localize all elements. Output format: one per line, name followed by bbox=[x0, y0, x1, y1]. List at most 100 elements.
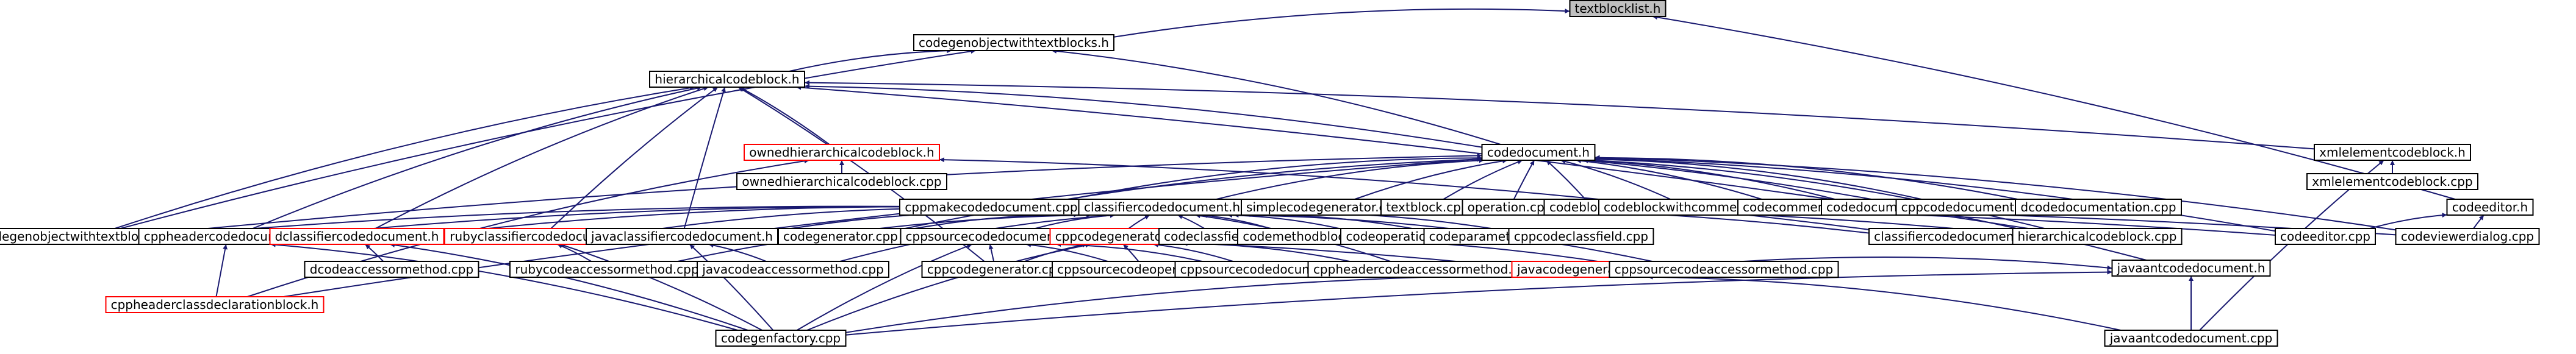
graph-node[interactable]: xmlelementcodeblock.h bbox=[2314, 144, 2471, 161]
node-label: dclassifiercodedocument.h bbox=[275, 229, 439, 244]
node-box bbox=[2306, 173, 2478, 190]
node-box bbox=[2012, 228, 2183, 245]
graph-node[interactable]: codeeditor.h bbox=[2446, 199, 2534, 216]
dependency-edge bbox=[1182, 241, 1350, 262]
node-label: cppcodegenerator.h bbox=[1055, 229, 1178, 244]
node-label: simplecodegenerator.cpp bbox=[1246, 200, 1401, 214]
dependency-edge bbox=[1177, 214, 1205, 229]
dependency-edge bbox=[806, 242, 1091, 331]
dependency-edge bbox=[789, 48, 952, 72]
dependency-edge bbox=[796, 244, 972, 331]
dependency-edge bbox=[1113, 8, 1570, 38]
node-box bbox=[105, 296, 325, 313]
dependency-edge bbox=[1595, 155, 2018, 200]
graph-node[interactable]: dcodeaccessormethod.cpp bbox=[304, 261, 479, 278]
dependency-edge bbox=[1128, 214, 1150, 229]
graph-node[interactable]: codedocument.h bbox=[1481, 144, 1596, 161]
dependency-edge bbox=[845, 269, 2112, 336]
graph-node[interactable]: xmlelementcodeblock.cpp bbox=[2306, 173, 2478, 190]
graph-node[interactable]: javacodeaccessormethod.cpp bbox=[697, 261, 889, 278]
dependency-edge bbox=[1588, 158, 1835, 200]
node-label: cppmakecodedocument.cpp bbox=[905, 200, 1077, 214]
graph-node[interactable]: cppcodeclassfield.cpp bbox=[1508, 228, 1654, 245]
graph-node[interactable]: operation.cpp bbox=[1462, 199, 1558, 216]
edges-layer bbox=[114, 8, 2485, 336]
node-box bbox=[1569, 0, 1667, 17]
node-box bbox=[744, 144, 940, 161]
graph-node[interactable]: ownedhierarchicalcodeblock.h bbox=[744, 144, 940, 161]
dependency-edge bbox=[1546, 160, 1586, 200]
graph-node[interactable]: hierarchicalcodeblock.cpp bbox=[2012, 228, 2183, 245]
dependency-edge bbox=[1648, 274, 2121, 331]
graph-node[interactable]: textblock.cpp bbox=[1380, 199, 1474, 216]
dependency-edge bbox=[114, 85, 695, 229]
node-label: classifiercodedocument.h bbox=[1084, 200, 1240, 214]
graph-node[interactable]: codegenerator.cpp bbox=[778, 228, 903, 245]
graph-node[interactable]: cppheaderclassdeclarationblock.h bbox=[105, 296, 325, 313]
node-box bbox=[2104, 330, 2278, 347]
node-label: textblocklist.h bbox=[1575, 1, 1661, 16]
dependency-edge bbox=[1153, 242, 1233, 262]
graph-node[interactable]: simplecodegenerator.cpp bbox=[1241, 199, 1407, 216]
dependency-edge bbox=[804, 83, 1482, 148]
graph-node[interactable]: classifiercodedocument.h bbox=[1078, 199, 1246, 216]
node-box bbox=[509, 261, 705, 278]
dependency-edge bbox=[1216, 158, 1484, 200]
graph-node[interactable]: cppsourcecodeaccessormethod.cpp bbox=[1609, 261, 1839, 278]
graph-node[interactable]: hierarchicalcodeblock.h bbox=[649, 71, 805, 88]
graph-node[interactable]: codegenfactory.cpp bbox=[715, 330, 847, 347]
node-label: cppheaderclassdeclarationblock.h bbox=[111, 297, 319, 312]
graph-node[interactable]: cppcodegenerator.cpp bbox=[921, 261, 1070, 278]
node-box bbox=[1307, 261, 1540, 278]
node-box bbox=[1462, 199, 1558, 216]
node-label: rubycodeaccessormethod.cpp bbox=[515, 262, 698, 277]
graph-node[interactable]: ownedhierarchicalcodeblock.cpp bbox=[736, 173, 947, 190]
node-label: javaantcodedocument.h bbox=[2117, 261, 2266, 275]
node-box bbox=[1508, 228, 1654, 245]
graph-node[interactable]: javaantcodedocument.h bbox=[2111, 260, 2271, 277]
node-label: javacodeaccessormethod.cpp bbox=[701, 262, 884, 277]
graph-node[interactable]: codegenobjectwithtextblocks.h bbox=[913, 34, 1114, 51]
node-box bbox=[1380, 199, 1474, 216]
dependency-edge bbox=[550, 87, 719, 229]
node-box bbox=[778, 228, 903, 245]
dependency-edge bbox=[557, 244, 592, 262]
graph-node[interactable]: dcodedocumentation.cpp bbox=[2015, 199, 2182, 216]
dependency-edge bbox=[270, 242, 738, 331]
graph-node[interactable]: cppsourcecodedocument.h bbox=[900, 228, 1077, 245]
graph-node[interactable]: codeeditor.cpp bbox=[2275, 228, 2376, 245]
node-label: codeviewerdialog.cpp bbox=[2401, 229, 2534, 244]
dependency-edge bbox=[560, 243, 762, 331]
dependency-edge bbox=[689, 244, 774, 331]
node-box bbox=[2395, 228, 2540, 245]
node-label: cppcodegenerator.cpp bbox=[927, 262, 1064, 277]
graph-node[interactable]: cppmakecodedocument.cpp bbox=[899, 199, 1083, 216]
graph-node[interactable]: javaclassifiercodedocument.h bbox=[586, 228, 778, 245]
graph-node[interactable]: cppheadercodeaccessormethod.cpp bbox=[1307, 261, 1540, 278]
node-label: dcodeaccessormethod.cpp bbox=[310, 262, 473, 277]
dependency-edge bbox=[1560, 159, 1671, 200]
node-box bbox=[1609, 261, 1839, 278]
node-label: codegenerator.cpp bbox=[783, 229, 898, 244]
graph-node[interactable]: javaantcodedocument.cpp bbox=[2104, 330, 2278, 347]
node-box bbox=[913, 34, 1114, 51]
node-box bbox=[1481, 144, 1596, 161]
node-label: codegenobjectwithtextblocks.h bbox=[919, 35, 1109, 50]
node-box bbox=[1241, 199, 1407, 216]
node-label: xmlelementcodeblock.cpp bbox=[2312, 174, 2472, 189]
graph-node[interactable]: rubycodeaccessormethod.cpp bbox=[509, 261, 705, 278]
node-box bbox=[649, 71, 805, 88]
dependency-edge bbox=[1595, 155, 2396, 231]
graph-node[interactable]: dclassifiercodedocument.h bbox=[269, 228, 445, 245]
dependency-edge bbox=[389, 242, 748, 331]
dependency-edge bbox=[1576, 158, 1762, 200]
node-label: codegenfactory.cpp bbox=[721, 331, 841, 345]
node-label: hierarchicalcodeblock.h bbox=[655, 72, 799, 87]
node-label: cppsourcecodeaccessormethod.cpp bbox=[1615, 262, 1834, 277]
graph-node[interactable]: textblocklist.h bbox=[1569, 0, 1667, 17]
node-label: cppcodeclassfield.cpp bbox=[1514, 229, 1648, 244]
graph-node[interactable]: codeviewerdialog.cpp bbox=[2395, 228, 2540, 245]
node-label: javaclassifiercodedocument.h bbox=[590, 229, 773, 244]
node-box bbox=[900, 228, 1077, 245]
